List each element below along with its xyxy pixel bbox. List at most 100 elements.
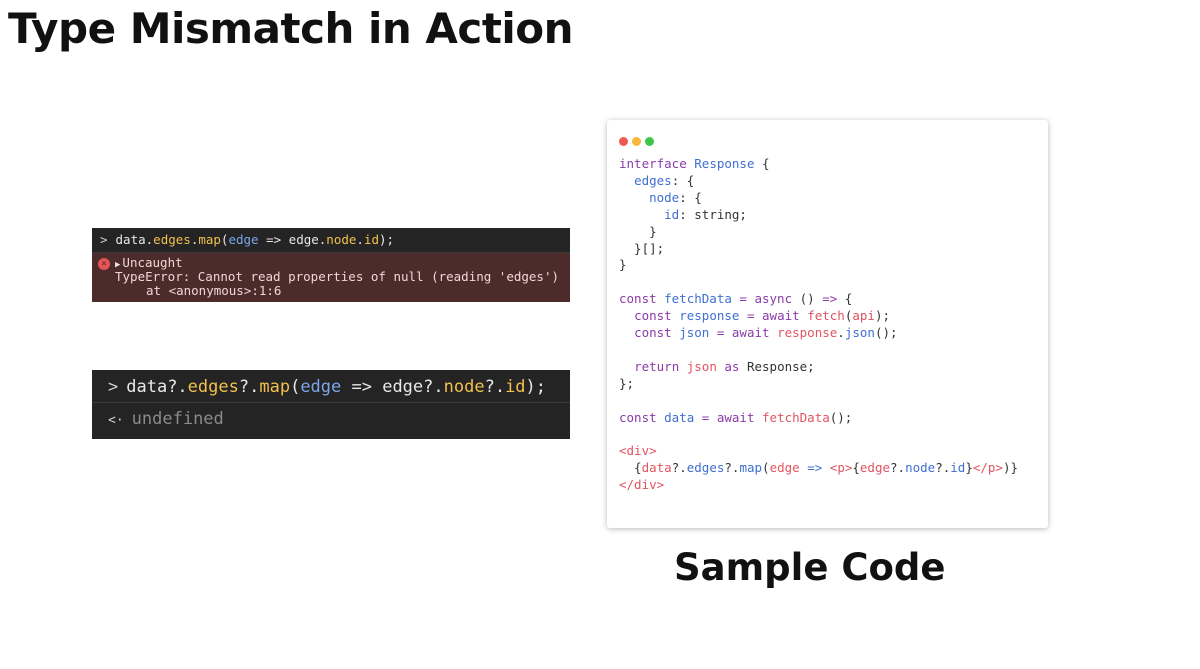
code-line: } [619,224,657,239]
error-message: TypeError: Cannot read properties of nul… [115,269,560,284]
code-token: json [844,325,875,341]
code-token: Response [694,156,755,171]
code-line: <div> [619,443,657,458]
code-token: id [664,206,680,222]
code-token: } [965,460,973,476]
code-token: api [852,308,875,324]
code-token: ( [762,460,770,476]
code-token: edge [859,460,891,476]
code-token: return [634,358,687,374]
code-token [694,410,702,425]
code-token: node [905,460,936,476]
code-token: { [619,460,642,476]
code-line: id: string; [619,207,747,222]
code-line: edges: { [619,173,694,188]
code-token: ?. [935,460,951,476]
code-token: = await [746,308,808,324]
code-token: = async [739,291,800,307]
code-token [709,325,717,340]
code-token: = await [716,325,778,341]
code-token: <div> [619,443,657,459]
console-output-value: undefined [131,409,224,429]
console-input-line: >data?.edges?.map(edge => edge?.node?.id… [92,370,570,403]
code-line: node: { [619,190,702,205]
console-error-message: ✕ ▶Uncaught TypeError: Cannot read prope… [92,253,570,302]
code-token: } [619,257,627,273]
code-line: const data = await fetchData(); [619,410,852,425]
code-token: . [837,325,845,341]
error-location: at <anonymous>:1:6 [146,283,282,298]
code-token [619,359,634,374]
code-token: fetchData [762,409,830,425]
code-token: node [649,189,680,205]
code-token: edges [634,172,672,188]
console-error-panel: >data.edges.map(edge => edge.node.id); ✕… [92,228,570,302]
window-controls [619,131,658,150]
uncaught-toggle[interactable]: ▶Uncaught [115,255,183,271]
code-token: data [664,409,695,425]
code-token: ?. [724,460,740,476]
code-token: ?. [671,460,687,476]
code-token: : string; [679,206,747,222]
code-token: (); [829,409,853,425]
code-token: const [619,409,665,425]
console-output-line: <· undefined [92,403,570,435]
code-caption: Sample Code [674,546,946,589]
code-token: => [822,291,845,307]
code-token: { [852,460,860,476]
code-token: </p> [972,460,1003,476]
code-token [739,308,747,323]
code-token: => [807,460,823,476]
code-token [619,308,634,323]
code-token [619,173,634,188]
console-input-line: >data.edges.map(edge => edge.node.id); [92,228,570,253]
code-line: {data?.edges?.map(edge => <p>{edge?.node… [619,460,1018,475]
code-token: }; [619,375,635,391]
code-token: map [739,460,763,476]
code-token: json [686,358,717,374]
output-arrow-icon: <· [108,413,124,428]
code-line: }; [619,376,634,391]
console-optional-chaining-panel: >data?.edges?.map(edge => edge?.node?.id… [92,370,570,439]
code-token: data [641,460,672,476]
close-circle-icon: ✕ [98,258,110,270]
code-line: interface Response { [619,156,770,171]
code-token: const [634,325,680,341]
code-line: }[]; [619,241,664,256]
code-token: : { [671,172,695,188]
code-token: response [777,325,838,341]
code-token: interface [619,156,695,171]
code-token: ?. [890,460,906,476]
code-token: ( [844,308,853,324]
code-token: const [634,308,680,324]
window-maximize-dot[interactable] [645,137,654,146]
code-block: interface Response { edges: { node: { id… [619,156,1018,494]
code-token: response [679,308,740,324]
code-token: ); [874,308,890,324]
code-token: (); [874,325,898,341]
window-minimize-dot[interactable] [632,137,641,146]
code-line: const response = await fetch(api); [619,308,890,323]
window-close-dot[interactable] [619,137,628,146]
code-token: () [799,291,823,307]
triangle-right-icon: ▶ [115,260,121,270]
code-line: const json = await response.json(); [619,325,898,341]
code-token: fetchData [664,291,732,307]
code-token [619,207,664,222]
code-token: <p> [829,460,853,476]
code-token: edges [686,460,725,476]
code-token: { [754,156,770,171]
code-token: { [844,291,853,307]
code-token: = await [701,409,763,425]
code-token: }[]; [619,240,665,256]
code-token: : { [679,189,702,205]
slide-title: Type Mismatch in Action [8,4,574,53]
code-line: const fetchData = async () => { [619,291,852,306]
code-token: edge [769,460,800,476]
code-token: } [619,223,657,239]
prompt-chevron-icon: > [108,377,119,397]
code-token: )} [1002,460,1019,476]
code-token: const [619,291,665,307]
code-token: Response; [746,358,815,374]
prompt-chevron-icon: > [100,232,108,247]
